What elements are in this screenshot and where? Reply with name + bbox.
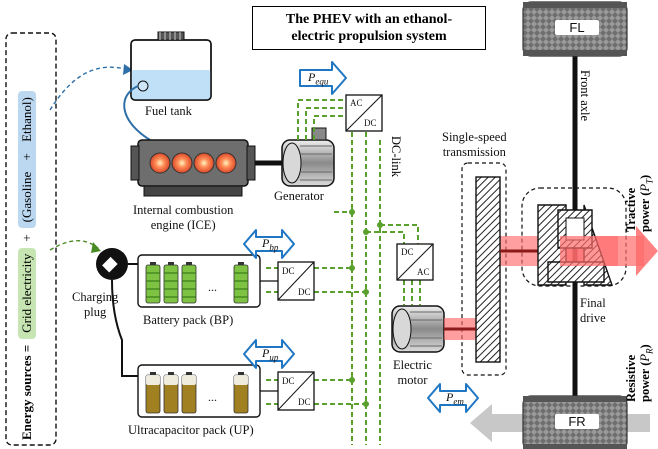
p-bp-arrow: [243, 229, 295, 259]
battery-pack-label: Battery pack (BP): [143, 313, 234, 327]
fuel-supply-arrow: [49, 66, 131, 111]
p-em-sym: P: [446, 390, 454, 404]
title-line-2: electric propulsion system: [291, 29, 447, 44]
dc-link-label: DC-link: [389, 136, 403, 177]
p-equ-arrow: [299, 61, 347, 95]
up-dc-dc-bottom: DC: [298, 397, 311, 407]
ac-dc-bottom: DC: [364, 118, 377, 128]
up-dc-dc-top: DC: [282, 376, 295, 386]
p-up-label: Pup: [262, 346, 278, 365]
motor-dc-ac-bottom: AC: [417, 267, 430, 277]
up-ellipsis: ...: [208, 390, 217, 404]
resistive-prefix: power (: [638, 361, 652, 402]
ice-label-line-2: engine (ICE): [150, 218, 216, 232]
transmission-label: Single-speed transmission: [442, 130, 507, 160]
fuel-tank-icon: [123, 31, 212, 141]
motor-dc-ac-top: DC: [401, 247, 414, 257]
electric-motor-label: Electric motor: [393, 358, 432, 388]
charging-plug-line-1: Charging: [72, 290, 119, 304]
tractive-sub: T: [644, 178, 655, 184]
resistive-sym: P: [638, 353, 652, 362]
tractive-prefix: power (: [638, 191, 652, 232]
dc-link-nodes: [349, 209, 383, 407]
tractive-line-2: power (PT): [638, 175, 657, 232]
tractive-power-label: Tractive power (PT): [624, 175, 657, 232]
p-em-sub: em: [453, 396, 464, 407]
transmission-gear: [475, 176, 501, 363]
p-up-sym: P: [262, 346, 270, 360]
p-bp-sub: bp: [269, 242, 279, 253]
tractive-line-1: Tractive: [624, 187, 638, 232]
transmission-box: [461, 162, 507, 376]
transmission-line-1: Single-speed: [442, 130, 507, 144]
title-line-1: The PHEV with an ethanol-: [285, 12, 453, 27]
p-equ-sub: equ: [315, 76, 329, 87]
ice-label-line-1: Internal combustion: [133, 203, 234, 217]
electric-motor-icon: [391, 305, 445, 353]
charging-plug-icon: [96, 248, 138, 377]
energy-sources-title: Energy sources =: [19, 344, 34, 440]
battery-dc-dc-converter: [277, 261, 315, 301]
fuel-tank-label: Fuel tank: [145, 104, 192, 118]
diagram-title: The PHEV with an ethanol- electric propu…: [252, 6, 486, 50]
tractive-power-arrow: [560, 226, 658, 276]
fuel-close: Ethanol): [19, 97, 34, 142]
p-bp-label: Pbp: [262, 236, 278, 255]
p-up-arrow: [243, 339, 295, 369]
resistive-line-2: power (PR): [638, 344, 657, 402]
fuel-open: (Gasoline: [19, 171, 34, 223]
generator-label: Generator: [274, 189, 324, 203]
energy-plus: +: [19, 234, 34, 242]
final-drive-label: Final drive: [580, 296, 606, 326]
final-drive-line-1: Final: [580, 296, 606, 310]
transmission-line-2: transmission: [442, 145, 506, 159]
tractive-suffix: ): [638, 174, 652, 179]
charging-plug-label: Charging plug: [72, 290, 118, 320]
ice-label: Internal combustion engine (ICE): [133, 203, 233, 233]
generator-icon: [281, 127, 335, 187]
battery-pack-icon: [137, 254, 261, 308]
electric-motor-line-2: motor: [397, 373, 428, 387]
front-axle-label: Front axle: [578, 70, 592, 122]
engine-icon: [130, 139, 282, 197]
p-equ-sym: P: [308, 70, 316, 84]
resistive-sub: R: [644, 348, 655, 354]
final-drive-line-2: drive: [580, 311, 606, 325]
resistive-suffix: ): [638, 344, 652, 349]
bp-dc-dc-bottom: DC: [298, 287, 311, 297]
grid-electricity-label: Grid electricity: [18, 247, 36, 339]
motor-dc-ac-converter: [396, 243, 434, 281]
p-up-sub: up: [269, 352, 279, 363]
energy-sources-label: Energy sources = Grid electricity + (Gas…: [18, 91, 36, 440]
bp-dc-dc-top: DC: [282, 266, 295, 276]
ac-dc-top: AC: [350, 98, 363, 108]
tractive-sym: P: [638, 183, 652, 192]
charging-plug-line-2: plug: [84, 305, 107, 319]
wheel-fr-label: FR: [555, 414, 599, 429]
p-em-label: Pem: [446, 390, 464, 409]
wheel-fl-label: FL: [555, 20, 599, 35]
bp-ellipsis: ...: [208, 280, 217, 294]
resistive-line-1: Resistive: [624, 354, 638, 402]
ac-dc-converter: [345, 94, 383, 132]
fuel-plus: +: [19, 153, 34, 161]
electric-motor-line-1: Electric: [393, 358, 432, 372]
resistive-power-label: Resistive power (PR): [624, 344, 657, 402]
ultracap-pack-label: Ultracapacitor pack (UP): [128, 423, 254, 437]
ultracapacitor-pack-icon: [137, 364, 261, 418]
grid-supply-arrow: [49, 240, 99, 251]
fuel-sources-label: (Gasoline + Ethanol): [18, 91, 36, 229]
p-equ-label: Pequ: [308, 70, 328, 89]
p-bp-sym: P: [262, 236, 270, 250]
p-em-arrow: [427, 383, 479, 413]
energy-sources-box: [5, 32, 57, 446]
